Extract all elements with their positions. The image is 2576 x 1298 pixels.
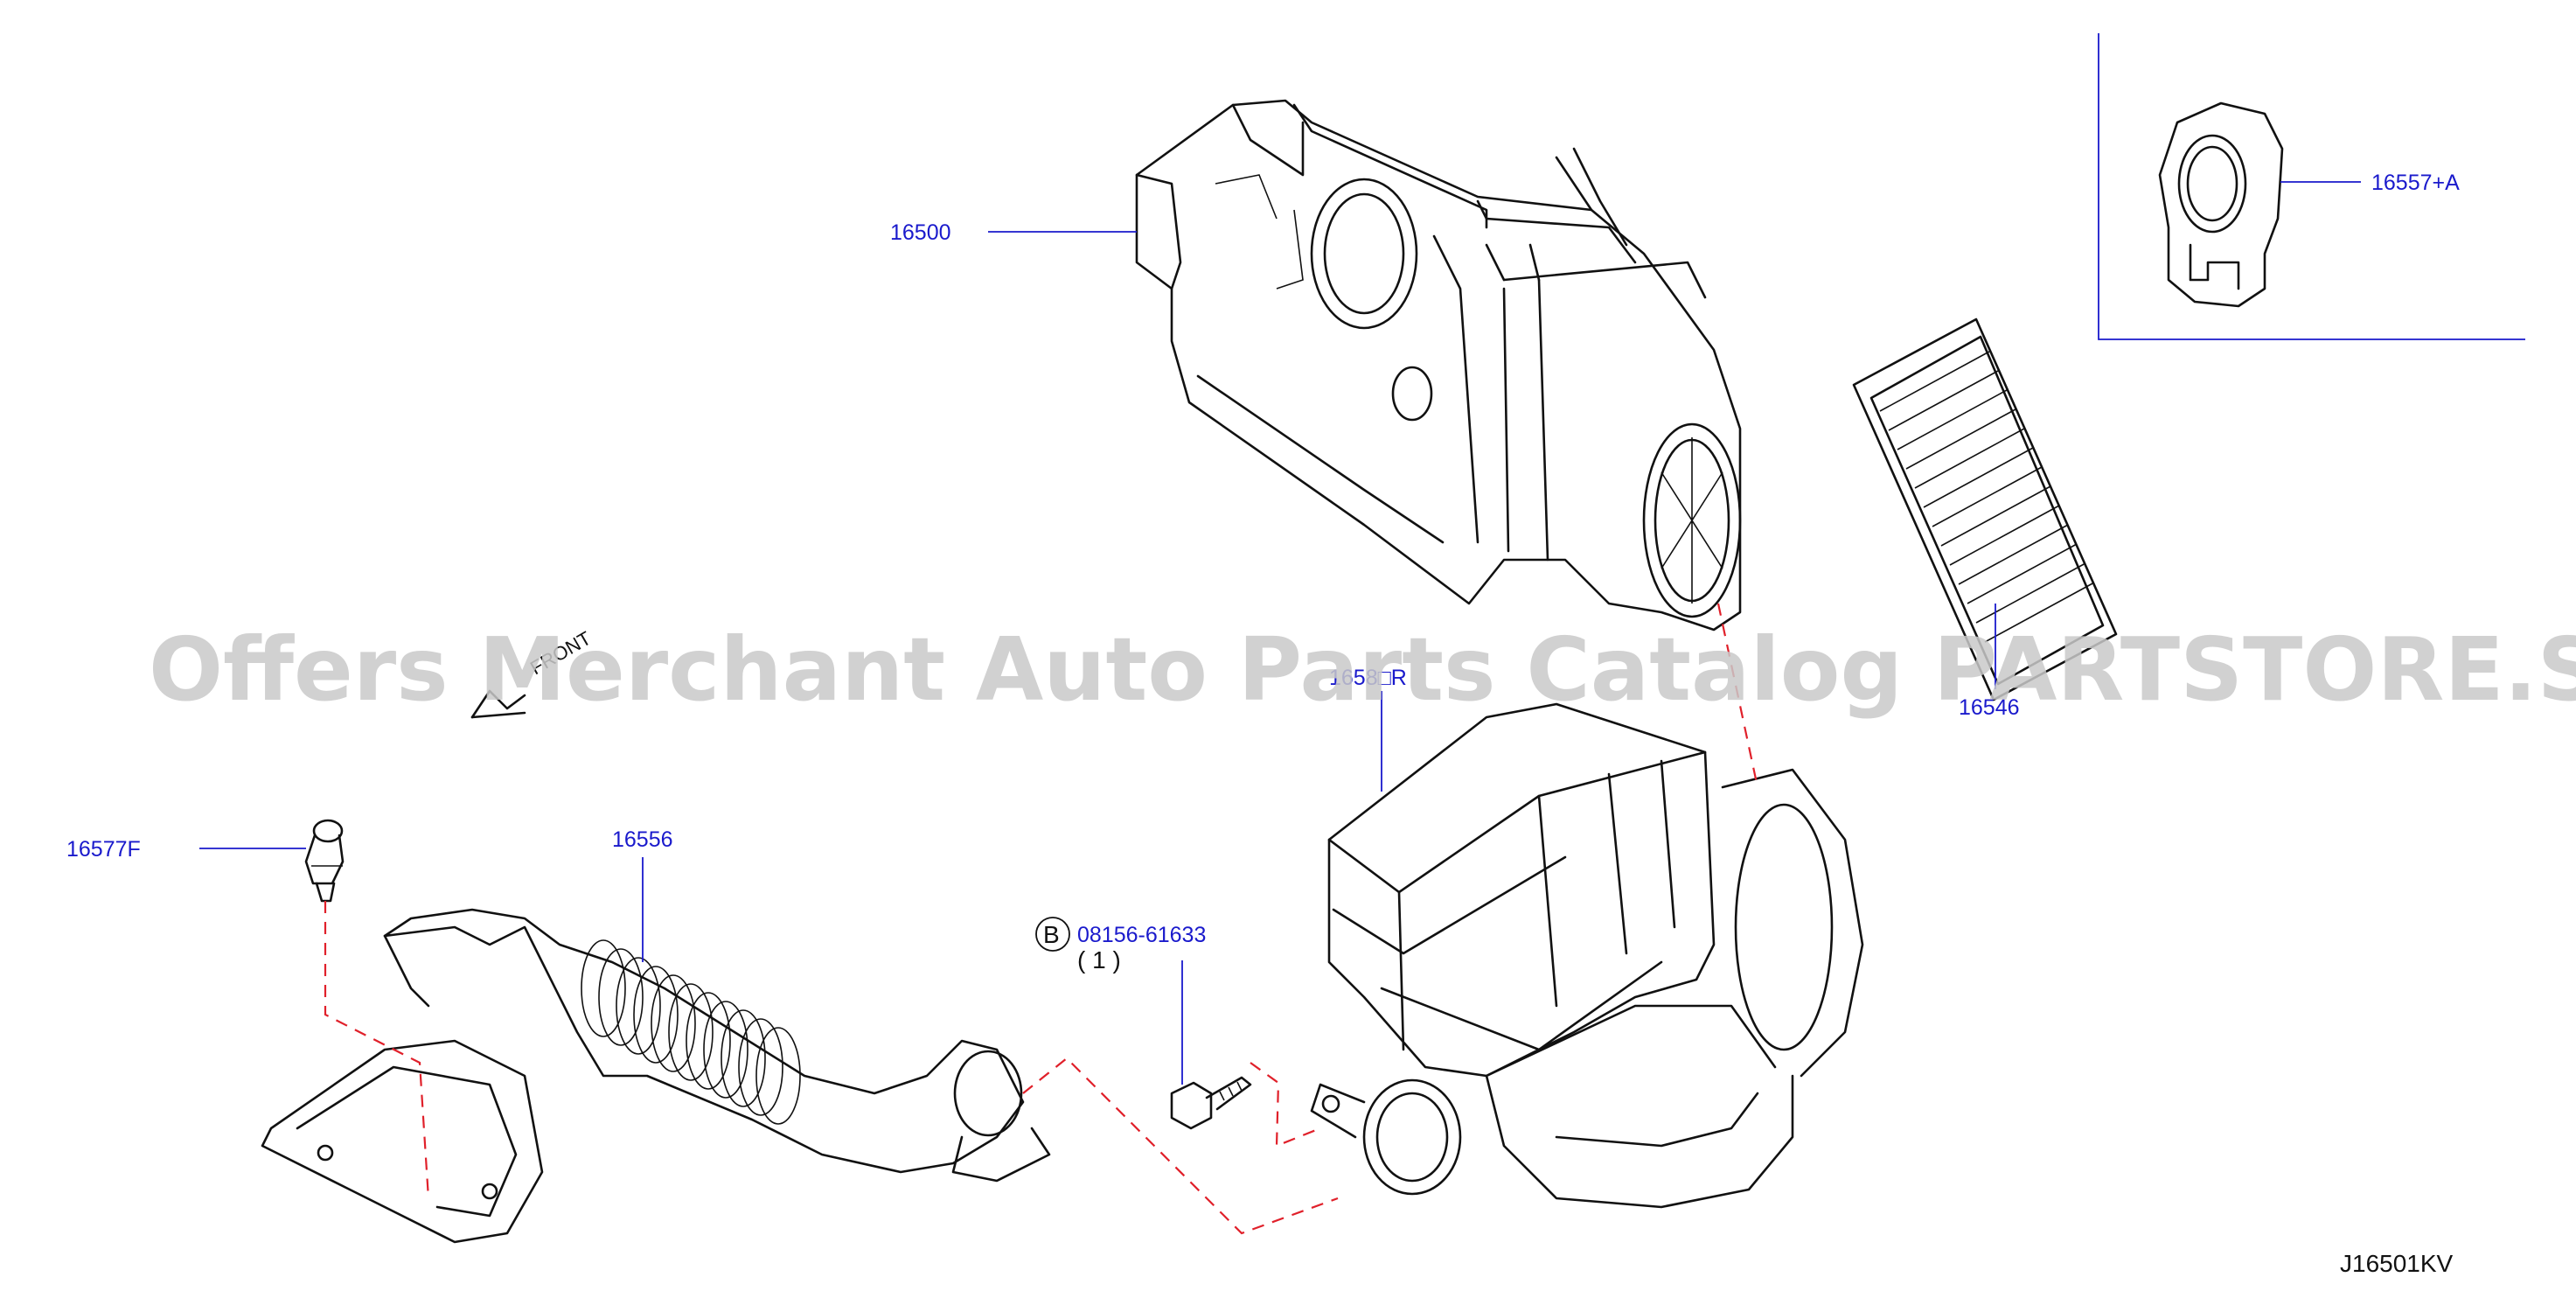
clamp-16557a[interactable] [2158, 101, 2284, 308]
assembly-guides [324, 603, 1759, 1235]
callout-16580r[interactable]: 1658□R [1329, 666, 1407, 690]
callout-bolt-part[interactable]: 08156-61633 [1077, 923, 1206, 947]
diagram-code: J16501KV [2340, 1250, 2454, 1277]
intake-duct-hose[interactable] [261, 908, 1051, 1244]
callout-16577f[interactable]: 16577F [66, 837, 141, 862]
callout-16500[interactable]: 16500 [890, 220, 951, 245]
bolt-badge: B [1043, 921, 1060, 948]
push-clip[interactable] [304, 819, 345, 903]
air-cleaner-upper-housing[interactable] [1135, 99, 1742, 632]
callout-bolt-qty: ( 1 ) [1077, 946, 1121, 974]
air-filter-element[interactable] [1852, 318, 2118, 701]
callout-16556[interactable]: 16556 [612, 827, 673, 852]
inset-frame [2098, 33, 2525, 340]
bolt-b-circle [1035, 917, 1070, 952]
bolt[interactable] [1170, 1076, 1252, 1130]
watermark: Offers Merchant Auto Parts Catalog PARTS… [149, 618, 2576, 721]
callout-16546[interactable]: 16546 [1959, 695, 2020, 720]
callout-16557a[interactable]: 16557+A [2371, 171, 2460, 195]
air-cleaner-lower-body[interactable] [1310, 702, 1864, 1209]
